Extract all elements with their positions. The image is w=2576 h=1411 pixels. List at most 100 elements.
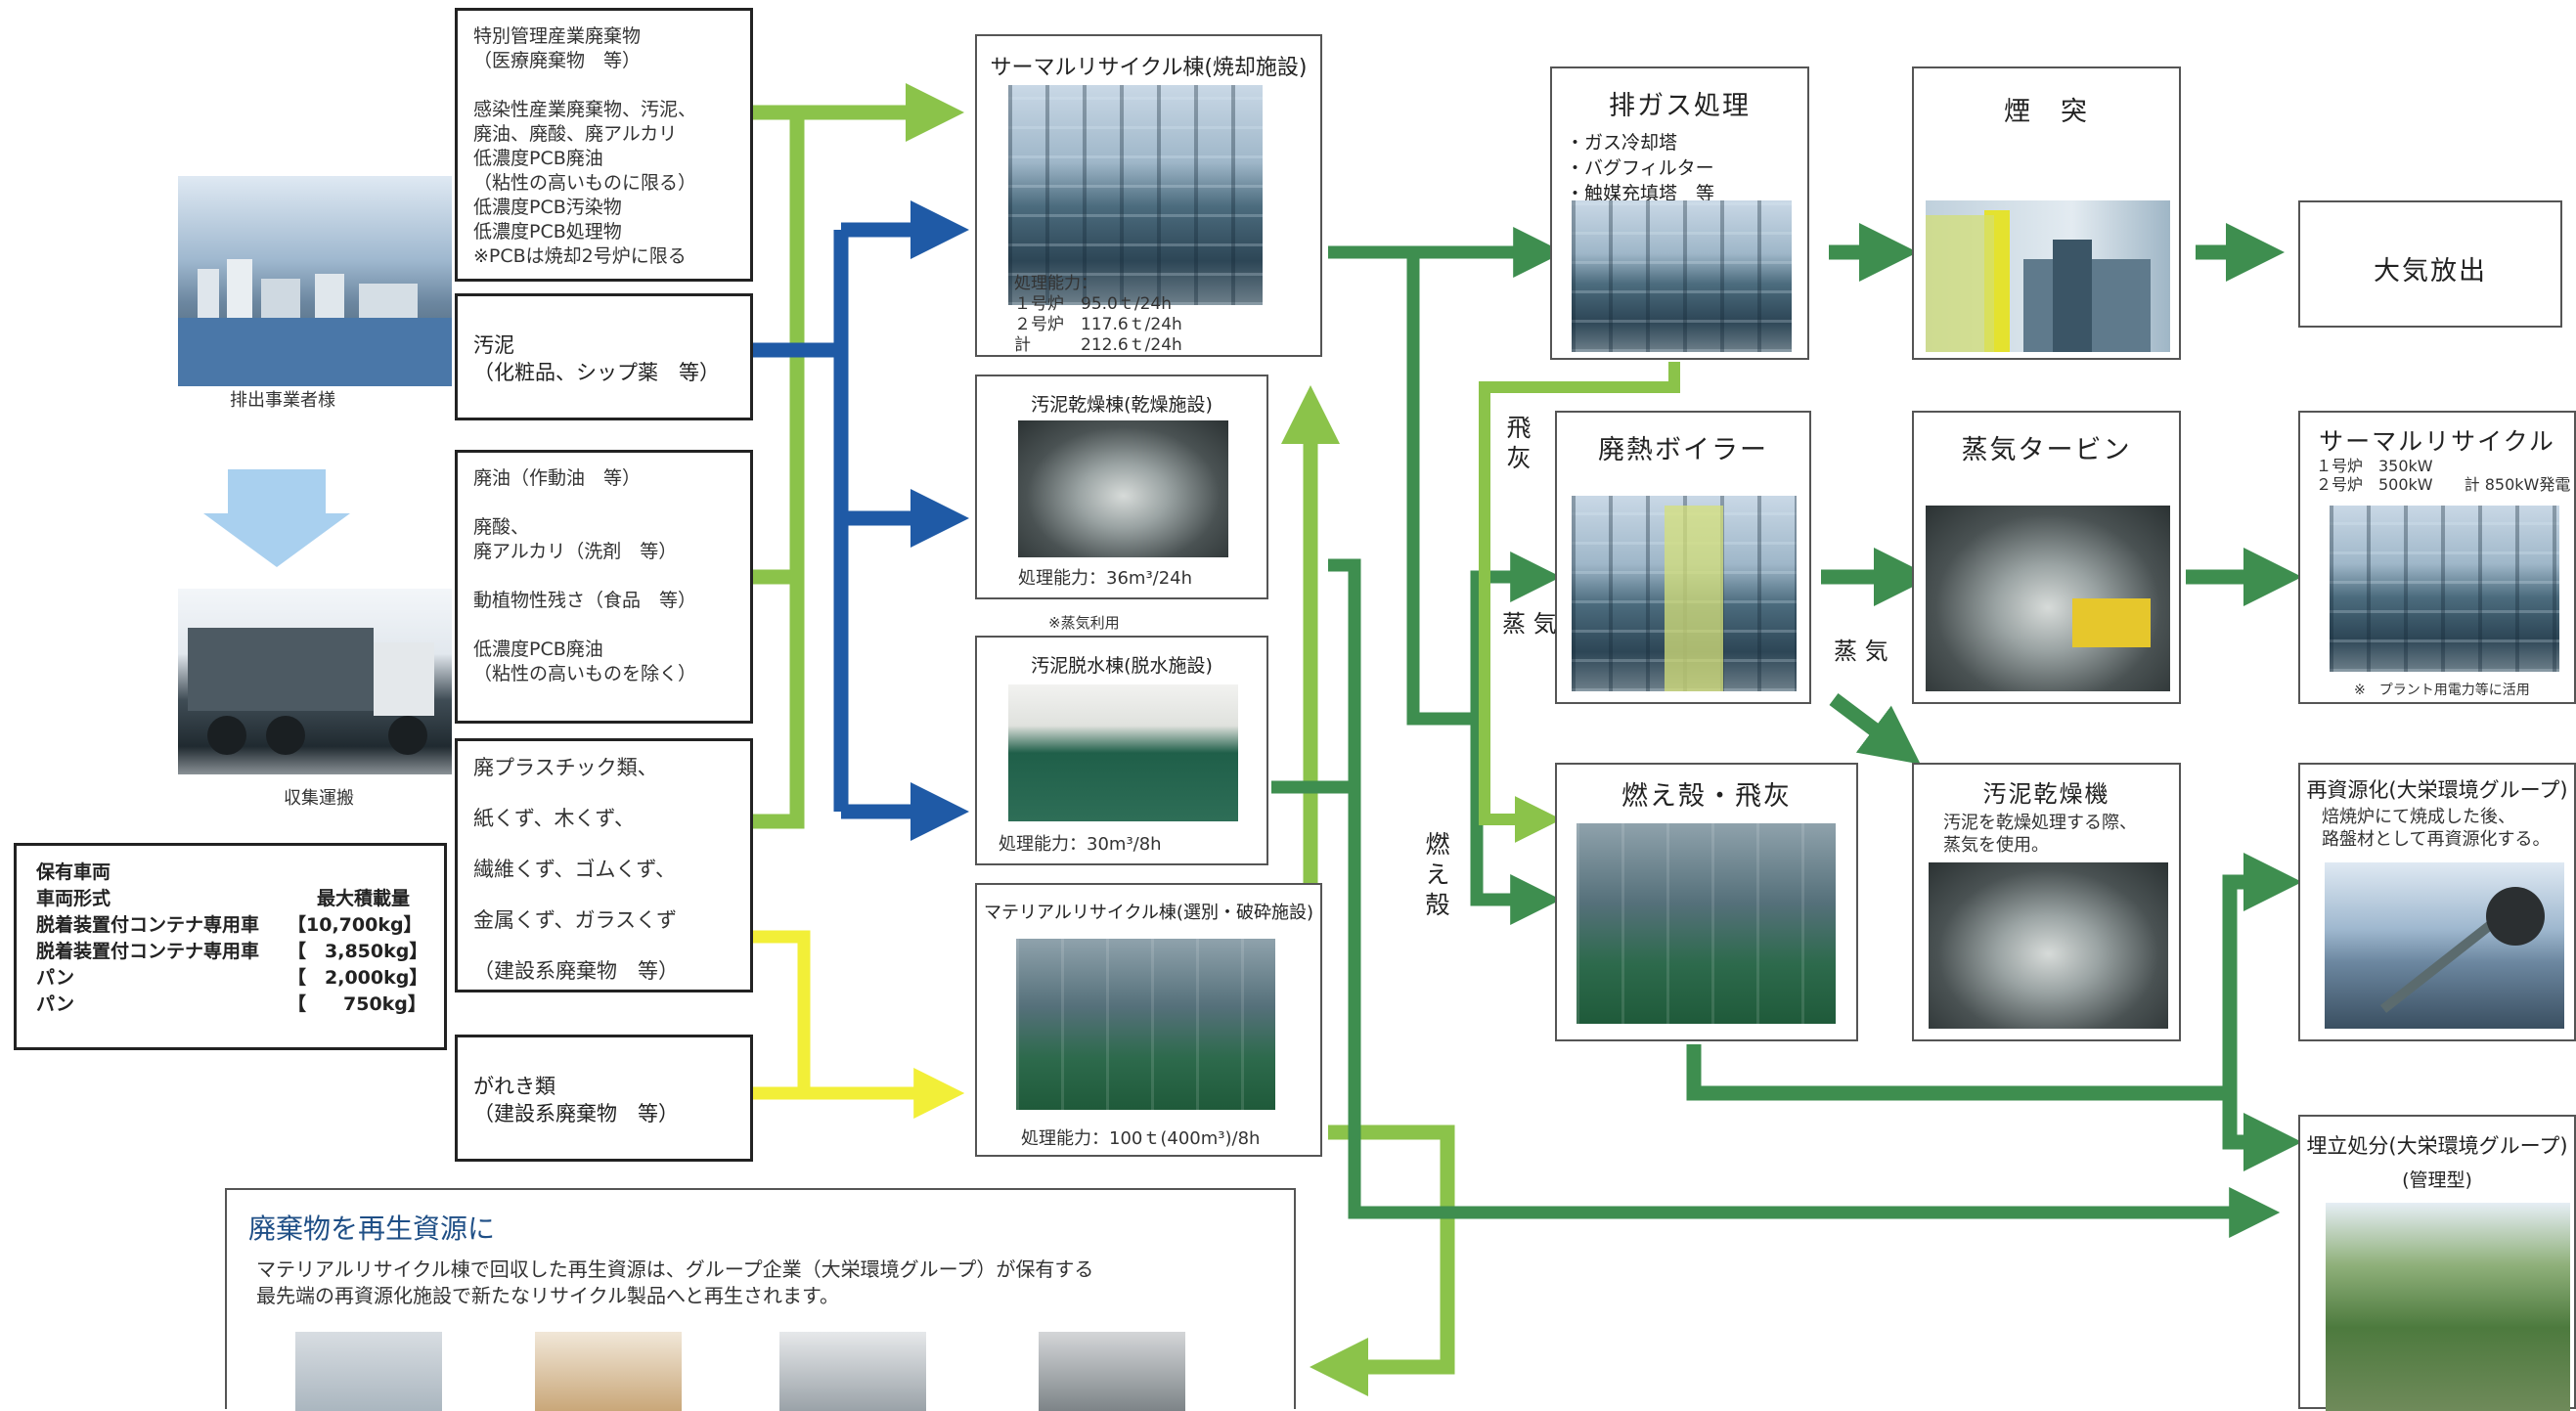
reuse-title: 再資源化(大栄環境グループ) [2306,778,2568,802]
reuse-photo [2325,862,2564,1029]
process-chain-arrows [1686,223,2302,1171]
thermal-facility-title: サーマルリサイクル棟(焼却施設) [990,56,1308,80]
thermal-facility-capacity: 処理能力： １号炉 95.0ｔ/24h ２号炉 117.6ｔ/24h 計 212… [1014,274,1182,355]
thermal-recycle-photo [2330,506,2559,672]
dewater-facility-photo [1008,684,1238,821]
vehicle-header-row: 車両形式 最大積載量 [36,886,424,912]
vehicle-list-title: 保有車両 [36,861,111,883]
recycle-info-title: 廃棄物を再生資源に [248,1213,496,1245]
exhaust-bullets: ・ガス冷却塔 ・バグフィルター ・触媒充填塔 等 [1566,132,1715,204]
recycle-info-panel: 廃棄物を再生資源に マテリアルリサイクル棟で回収した再生資源は、グループ企業（大… [225,1188,1296,1411]
vehicle-capacity: 【 3,850kg】 [288,941,428,962]
atmosphere-title: 大気放出 [2374,256,2487,287]
down-arrow-icon [203,469,350,567]
recycled-block-photo [1039,1332,1185,1411]
material-facility-title: マテリアルリサイクル棟(選別・破砕施設) [984,903,1313,923]
vehicle-type: 脱着装置付コンテナ専用車 [36,914,260,936]
sludge-dryer-box: 汚泥乾燥機 汚泥を乾燥処理する際、 蒸気を使用。 [1912,763,2181,1041]
source-sludge-text: 汚泥 （化粧品、シップ薬 等） [473,333,720,384]
source-plastic-text: 廃プラスチック類、 紙くず、木くず、 繊維くず、ゴムくず、 金属くず、ガラスくず… [473,756,679,983]
fly-ash-label: 飛 灰 [1506,414,1532,472]
sludge-dryer-desc: 汚泥を乾燥処理する際、 蒸気を使用。 [1943,813,2137,856]
source-oil-text: 廃油（作動油 等） 廃酸、 廃アルカリ（洗剤 等） 動植物性残さ（食品 等） 低… [473,467,697,684]
vehicle-capacity: 【10,700kg】 [288,914,422,936]
boiler-photo [1572,496,1797,691]
source-sludge-box: 汚泥 （化粧品、シップ薬 等） [455,293,753,420]
recycle-info-text: マテリアルリサイクル棟で回収した再生資源は、グループ企業（大栄環境グループ）が保… [256,1257,1094,1307]
boiler-box: 廃熱ボイラー [1555,411,1811,704]
source-special-text: 特別管理産業廃棄物 （医療廃棄物 等） 感染性産業廃棄物、汚泥、 廃油、廃酸、廃… [473,25,697,267]
vehicle-row: パン 【 2,000kg】 [36,965,428,992]
thermal-facility-photo [1008,85,1263,305]
fly-ash-arrow [1479,362,1680,843]
ash-photo [1577,823,1836,1024]
exhaust-photo [1572,200,1792,352]
vehicle-type: 脱着装置付コンテナ専用車 [36,941,260,962]
vehicle-row: 脱着装置付コンテナ専用車 【10,700kg】 [36,912,424,939]
thermal-recycle-lines: １号炉 350kW ２号炉 500kW 計 850kW発電 [2316,457,2571,494]
material-facility-capacity: 処理能力：100ｔ(400m³)/8h [1021,1128,1261,1149]
steam-label-mid: 蒸 気 [1834,638,1888,665]
dryer-facility-box: 汚泥乾燥棟(乾燥施設) 処理能力：36m³/24h [975,375,1268,599]
recycled-paper-photo [295,1332,442,1411]
blue-distribution-arrows [753,200,969,841]
landfill-title: 埋立処分(大栄環境グループ) [2306,1134,2568,1158]
vehicle-type-header: 車両形式 [36,888,111,909]
vehicle-row: 脱着装置付コンテナ専用車 【 3,850kg】 [36,939,428,965]
dryer-facility-note: ※蒸気利用 [1048,614,1120,632]
reuse-desc: 焙焼炉にて焼成した後、 路盤材として再資源化する。 [2322,807,2551,850]
turbine-box: 蒸気タービン [1912,411,2181,704]
material-facility-photo [1016,939,1275,1110]
material-facility-box: マテリアルリサイクル棟(選別・破砕施設) 処理能力：100ｔ(400m³)/8h [975,883,1322,1157]
dewater-facility-box: 汚泥脱水棟(脱水施設) 処理能力：30m³/8h [975,636,1268,865]
thermal-outflow-arrows [1271,227,2281,1238]
vehicle-list-box: 保有車両 車両形式 最大積載量 脱着装置付コンテナ専用車【10,700kg】脱着… [14,843,447,1050]
source-rubble-text: がれき類 （建設系廃棄物 等） [473,1075,679,1125]
landfill-sub: (管理型) [2402,1169,2472,1191]
dewater-facility-title: 汚泥脱水棟(脱水施設) [1031,655,1213,677]
turbine-title: 蒸気タービン [1961,435,2132,465]
atmosphere-box: 大気放出 [2298,200,2562,328]
reuse-box: 再資源化(大栄環境グループ) 焙焼炉にて焼成した後、 路盤材として再資源化する。 [2298,763,2576,1041]
thermal-facility-box: サーマルリサイクル棟(焼却施設) 処理能力： １号炉 95.0ｔ/24h ２号炉… [975,34,1322,357]
landfill-box: 埋立処分(大栄環境グループ) (管理型) [2298,1115,2576,1411]
sludge-dryer-title: 汚泥乾燥機 [1982,780,2110,808]
thermal-recycle-title: サーマルリサイクル [2319,427,2555,456]
vehicle-capacity-header: 最大積載量 [317,888,411,909]
landfill-photo [2326,1203,2570,1411]
chimney-photo [1926,200,2170,352]
exhaust-box: 排ガス処理 ・ガス冷却塔 ・バグフィルター ・触媒充填塔 等 [1550,66,1809,360]
ash-box: 燃え殻・飛灰 [1555,763,1858,1041]
source-special-box: 特別管理産業廃棄物 （医療廃棄物 等） 感染性産業廃棄物、汚泥、 廃油、廃酸、廃… [455,8,753,282]
chimney-box: 煙 突 [1912,66,2181,360]
vehicle-type: パン [36,993,74,1015]
turbine-photo [1926,506,2170,691]
exhaust-title: 排ガス処理 [1609,91,1751,121]
recycled-metal-photo [779,1332,926,1411]
yellow-arrows [753,930,965,1119]
dewater-facility-capacity: 処理能力：30m³/8h [999,834,1162,855]
cinder-label: 燃 え 殻 [1425,830,1450,919]
dryer-facility-capacity: 処理能力：36m³/24h [1018,568,1193,589]
chimney-title: 煙 突 [2004,97,2089,127]
ash-title: 燃え殻・飛灰 [1621,781,1792,812]
source-to-thermal-arrows [753,83,964,829]
source-plastic-box: 廃プラスチック類、 紙くず、木くず、 繊維くず、ゴムくず、 金属くず、ガラスくず… [455,738,753,992]
vehicle-capacity: 【 2,000kg】 [288,967,428,989]
vehicle-capacity: 【 750kg】 [288,993,426,1015]
steam-label-left: 蒸 気 [1502,610,1557,638]
thermal-recycle-note: ※ プラント用電力等に活用 [2354,683,2530,698]
thermal-recycle-box: サーマルリサイクル １号炉 350kW ２号炉 500kW 計 850kW発電 … [2298,411,2576,704]
sludge-dryer-photo [1929,862,2168,1029]
boiler-title: 廃熱ボイラー [1598,435,1768,465]
vehicle-rows: 脱着装置付コンテナ専用車【10,700kg】脱着装置付コンテナ専用車【 3,85… [36,912,428,1018]
source-oil-box: 廃油（作動油 等） 廃酸、 廃アルカリ（洗剤 等） 動植物性残さ（食品 等） 低… [455,450,753,724]
source-rubble-box: がれき類 （建設系廃棄物 等） [455,1035,753,1162]
discharger-photo [178,176,452,386]
transport-caption: 収集運搬 [284,788,354,809]
dryer-facility-photo [1018,420,1228,557]
vehicle-type: パン [36,967,74,989]
vehicle-row: パン 【 750kg】 [36,992,426,1018]
recycled-wood-photo [535,1332,682,1411]
dryer-facility-title: 汚泥乾燥棟(乾燥施設) [1031,394,1213,416]
